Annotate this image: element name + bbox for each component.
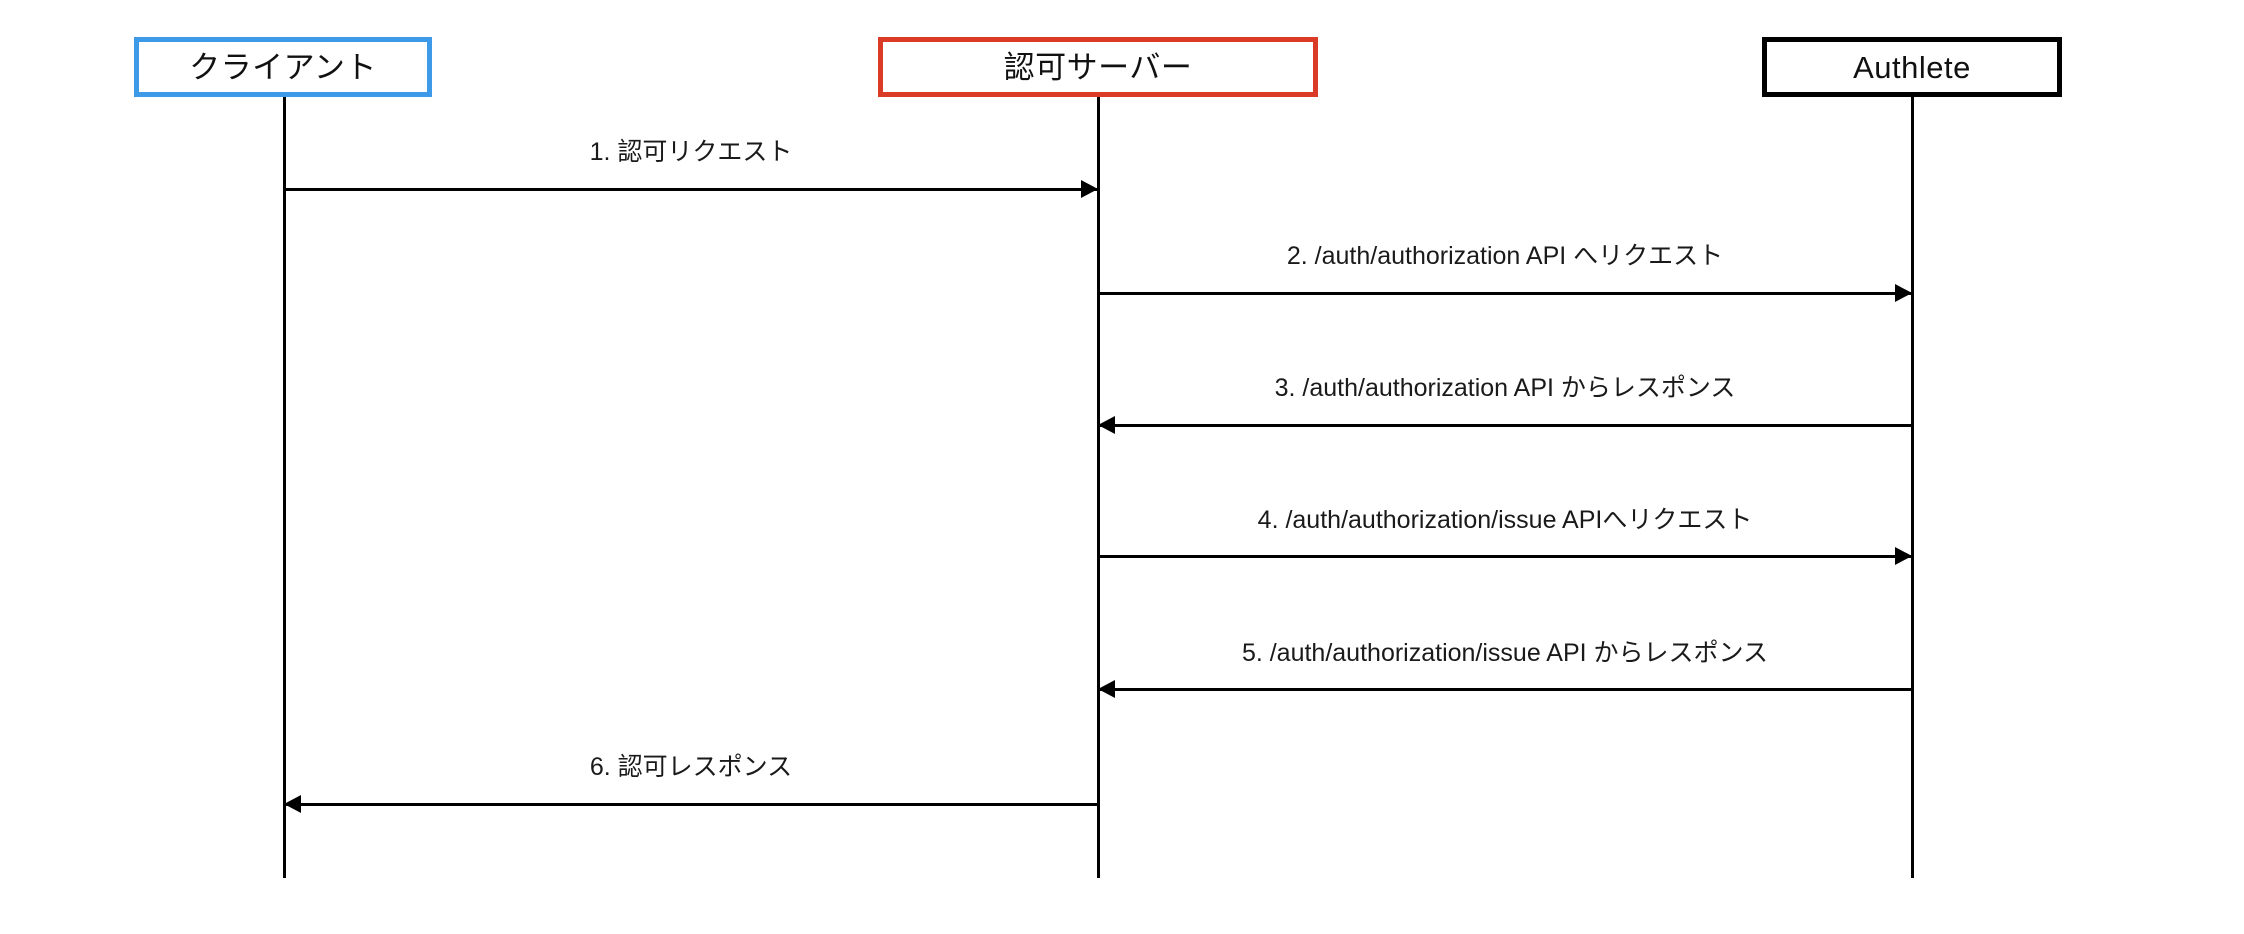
message-arrowhead-4 [1895,547,1912,565]
message-arrow-2 [1098,292,1912,295]
message-label-3: 3. /auth/authorization API からレスポンス [1274,374,1736,402]
lifeline-authlete [1911,97,1914,878]
message-arrowhead-2 [1895,284,1912,302]
message-arrow-5 [1098,688,1912,691]
message-label-6: 6. 認可レスポンス [589,753,793,781]
message-label-4: 4. /auth/authorization/issue APIへリクエスト [1257,506,1753,534]
message-arrowhead-5 [1098,680,1115,698]
participant-box-client: クライアント [134,37,432,97]
participant-box-authorization-server: 認可サーバー [878,37,1318,97]
participant-label-authorization-server: 認可サーバー [1003,49,1193,85]
lifeline-client [283,97,286,878]
participant-label-client: クライアント [189,49,377,85]
participant-label-authlete: Authlete [1853,49,1971,85]
message-arrow-3 [1098,424,1912,427]
message-arrowhead-6 [284,795,301,813]
participant-box-authlete: Authlete [1762,37,2062,97]
message-arrow-6 [284,803,1098,806]
lifeline-authorization-server [1097,97,1100,878]
message-arrow-1 [284,188,1098,191]
message-label-5: 5. /auth/authorization/issue API からレスポンス [1241,639,1769,667]
message-arrowhead-1 [1081,180,1098,198]
message-arrowhead-3 [1098,416,1115,434]
message-label-1: 1. 認可リクエスト [589,138,793,166]
message-arrow-4 [1098,555,1912,558]
message-label-2: 2. /auth/authorization API へリクエスト [1286,242,1724,270]
